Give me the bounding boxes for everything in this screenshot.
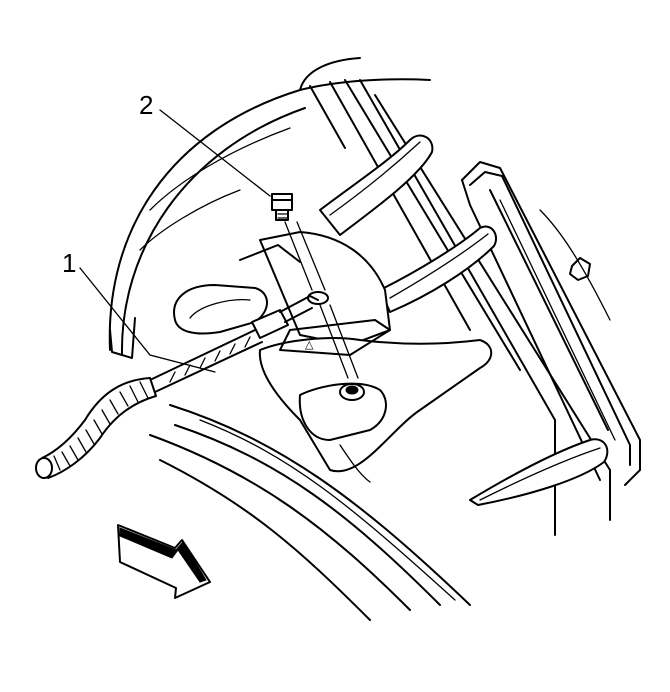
front-direction-arrow — [117, 524, 211, 599]
callout-label-2: 2 — [139, 90, 154, 120]
bolt-part-2 — [271, 193, 293, 221]
frame-rail — [461, 161, 641, 486]
leader-lines — [79, 109, 271, 373]
floor-pan — [149, 404, 471, 621]
body-panel — [108, 57, 611, 536]
alignment-lines — [284, 221, 359, 379]
lower-nut — [339, 383, 365, 401]
crossmember — [319, 134, 609, 506]
mount-bracket: △ — [173, 231, 493, 483]
triangle-mark: △ — [305, 338, 314, 351]
callout-label-1: 1 — [62, 248, 77, 278]
sensor-harness-part-1 — [35, 295, 319, 479]
